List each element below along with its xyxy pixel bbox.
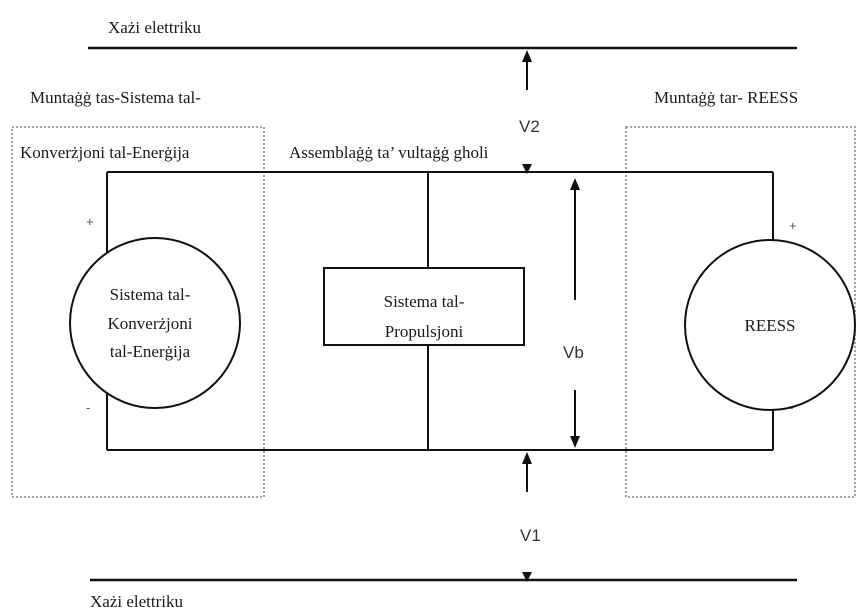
energy-conversion-assembly-box — [11, 126, 265, 498]
vb-arrow-up-head — [570, 178, 580, 190]
hv-assembly-label: Assemblaġġ ta’ vultaġġ gholi — [289, 143, 489, 162]
right-assembly-label: Muntaġġ tar- REESS — [654, 88, 798, 107]
reess-label: REESS — [744, 316, 795, 335]
v2-arrow-up-head — [522, 50, 532, 62]
left-assembly-label-line2: Konverżjoni tal-Enerġija — [20, 143, 190, 162]
energy-conversion-source-label-line2: Konverżjoni — [108, 314, 193, 333]
energy-conversion-source-circle — [69, 237, 241, 409]
v1-arrow-down-head — [522, 572, 532, 582]
energy-conversion-source-label-line3: tal-Enerġija — [110, 342, 191, 361]
top-ground-label: Xażi elettriku — [108, 18, 201, 37]
v1-label: V1 — [520, 526, 541, 545]
v2-label: V2 — [519, 117, 540, 136]
v1-arrow-up-head — [522, 452, 532, 464]
propulsion-system-box — [323, 267, 525, 346]
reess-circle — [684, 239, 856, 411]
reess-minus-sign: - — [789, 400, 793, 415]
vb-arrow-down-head — [570, 436, 580, 448]
energy-conversion-source-label-line1: Sistema tal- — [110, 285, 191, 304]
reess-plus-sign: + — [789, 218, 797, 233]
vb-label: Vb — [563, 343, 584, 362]
energy-conversion-plus-sign: + — [86, 214, 94, 229]
v2-arrow-down-head — [522, 164, 532, 174]
bottom-ground-label: Xażi elettriku — [90, 592, 183, 611]
energy-conversion-minus-sign: - — [86, 400, 90, 415]
propulsion-system-label-line2: Propulsjoni — [385, 322, 464, 341]
propulsion-system-label-line1: Sistema tal- — [384, 292, 465, 311]
left-assembly-label-line1: Muntaġġ tas-Sistema tal- — [30, 88, 201, 107]
